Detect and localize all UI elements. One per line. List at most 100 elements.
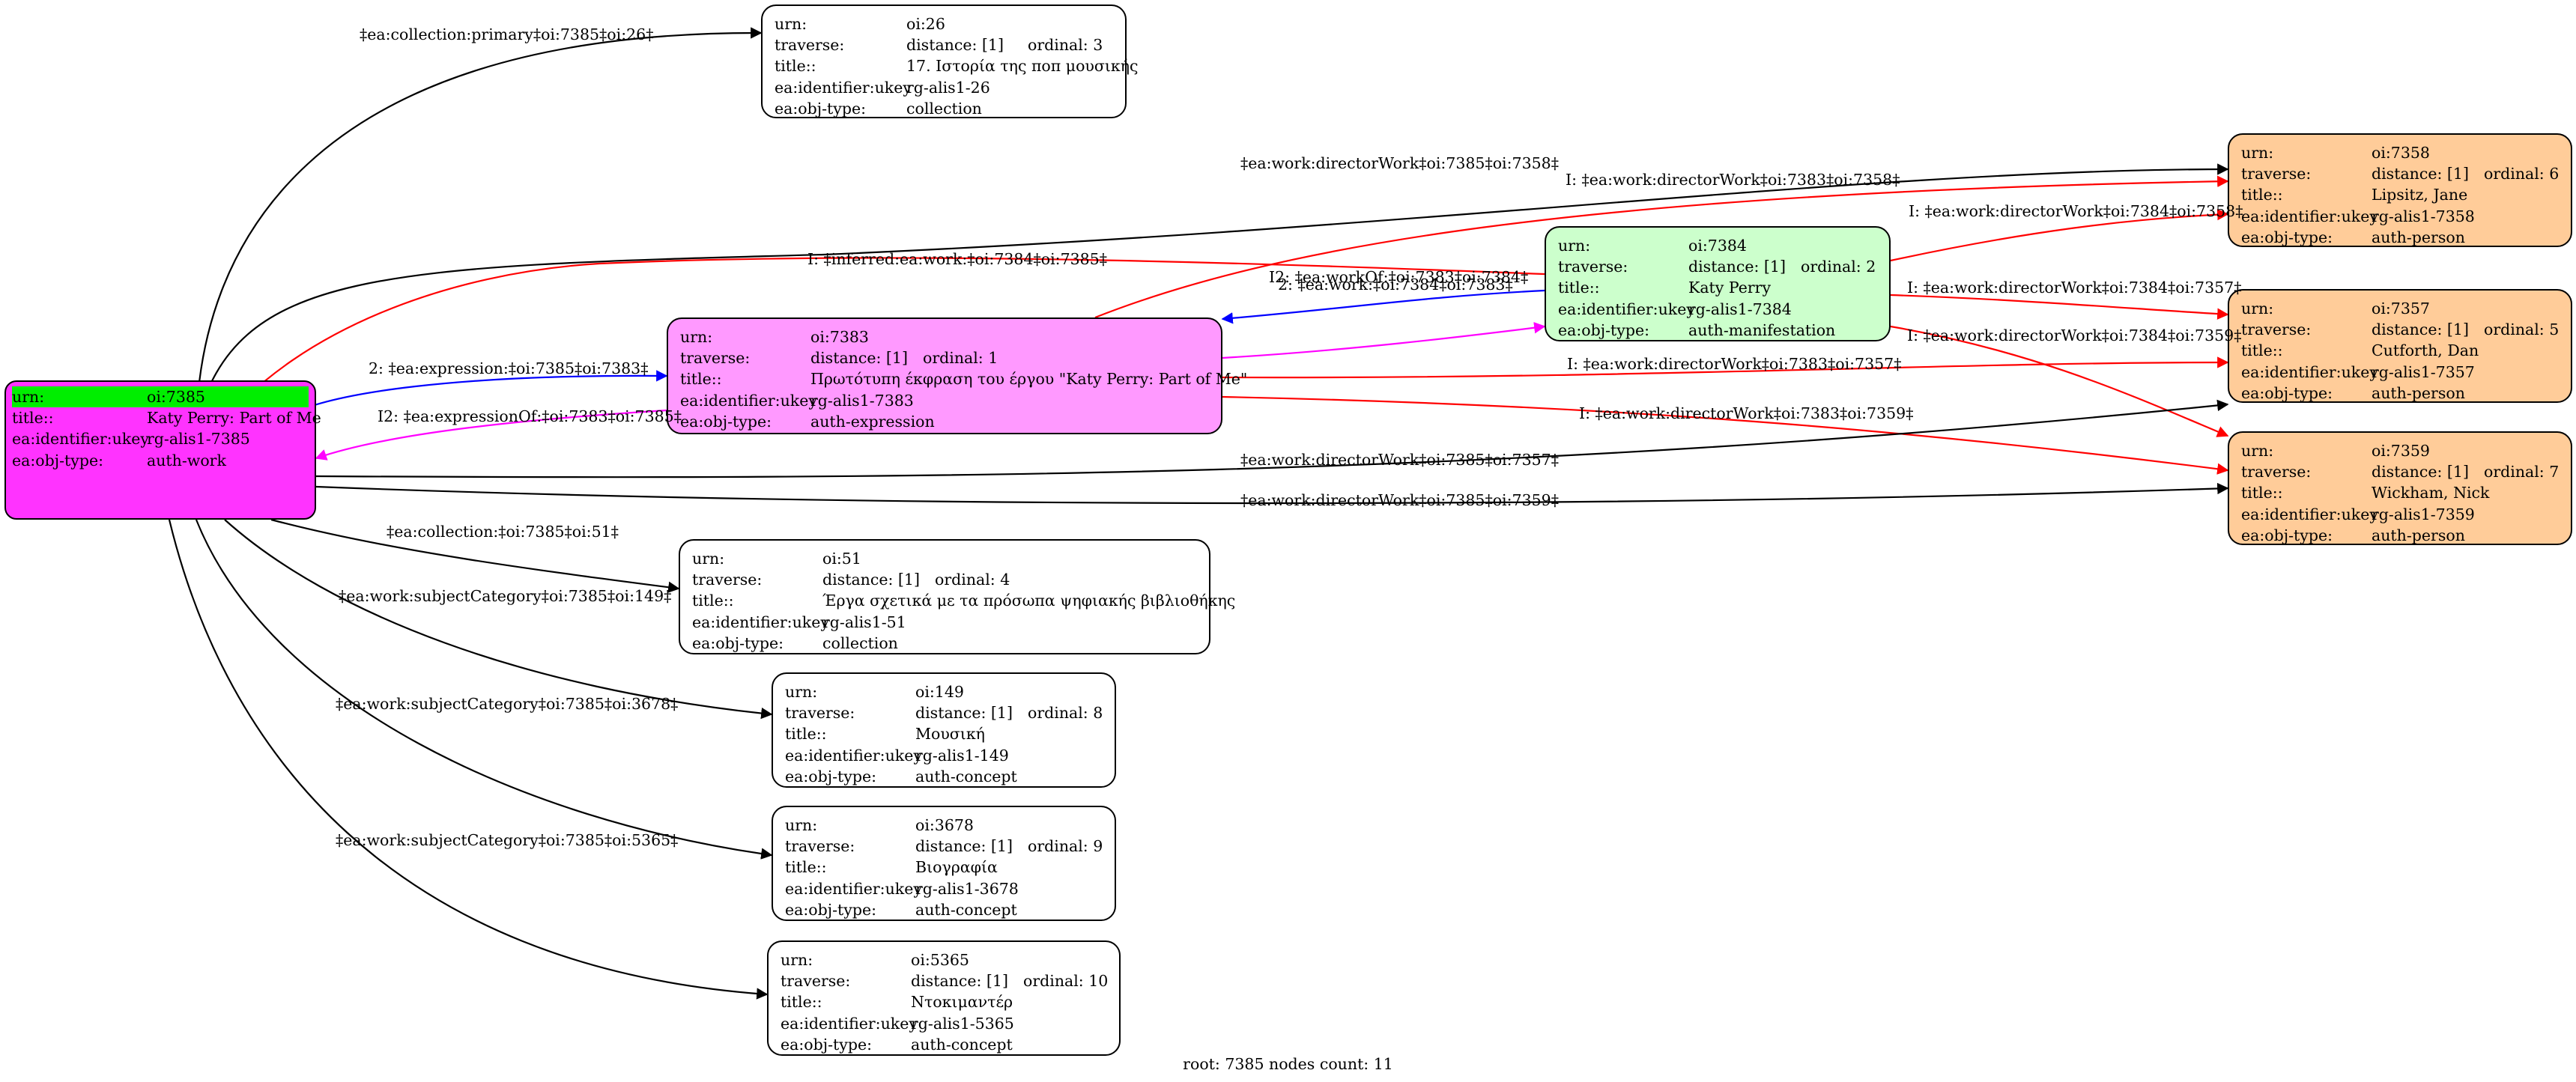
node-field-value: Katy Perry: Part of Me bbox=[147, 409, 321, 428]
node-field-key: traverse: bbox=[781, 972, 851, 991]
node-field-value: rg-alis1-7358 bbox=[2372, 207, 2475, 225]
node-field-ordinal: ordinal: 8 bbox=[1028, 704, 1103, 723]
node-field-key: ea:identifier:ukey bbox=[680, 391, 817, 410]
node-field-row: title::Katy Perry bbox=[1558, 277, 1877, 298]
node-field-value: auth-person bbox=[2372, 228, 2465, 246]
node-field-key: urn: bbox=[692, 550, 725, 568]
node-field-value: rg-alis1-7359 bbox=[2372, 505, 2475, 523]
node-field-key: traverse: bbox=[2241, 463, 2312, 481]
node-field-row: ea:obj-type:auth-concept bbox=[785, 899, 1103, 920]
node-field-value: auth-person bbox=[2372, 526, 2465, 544]
node-field-value: distance: [1] bbox=[810, 349, 908, 368]
node-field-value: distance: [1] bbox=[2372, 463, 2469, 481]
node-field-key: ea:identifier:ukey bbox=[785, 879, 922, 898]
node-field-row: urn:oi:3678 bbox=[785, 815, 1103, 836]
node-field-value: Βιογραφία bbox=[915, 858, 998, 877]
node-field-row: traverse:distance: [1]ordinal: 10 bbox=[781, 970, 1108, 991]
node-field-value: rg-alis1-149 bbox=[915, 746, 1009, 765]
node-field-value: collection bbox=[906, 99, 982, 118]
node-field-row: urn: oi:149 bbox=[785, 681, 1103, 702]
node-field-value: distance: [1] bbox=[906, 36, 1004, 55]
graph-edge-e11 bbox=[1222, 356, 2229, 379]
node-field-key: ea:obj-type: bbox=[1558, 320, 1649, 339]
node-field-value: oi:7385 bbox=[147, 388, 205, 406]
node-field-ordinal: ordinal: 3 bbox=[1028, 36, 1103, 55]
node-field-key: urn: bbox=[12, 388, 45, 406]
graph-edge-e7 bbox=[1890, 294, 2229, 320]
node-field-key: traverse: bbox=[785, 704, 855, 723]
node-field-value: distance: [1] bbox=[2372, 165, 2469, 183]
node-field-row: traverse:distance: [1]ordinal: 8 bbox=[785, 702, 1103, 723]
node-field-ordinal: ordinal: 6 bbox=[2484, 165, 2560, 183]
node-field-key: title:: bbox=[2241, 186, 2283, 204]
node-field-ordinal: ordinal: 9 bbox=[1028, 837, 1103, 856]
node-field-row: traverse: distance: [1] ordinal: 7 bbox=[2241, 461, 2559, 482]
node-field-row: traverse: distance: [1] ordinal: 3 bbox=[775, 34, 1113, 55]
node-field-value: distance: [1] bbox=[911, 972, 1008, 991]
node-field-key: ea:obj-type: bbox=[775, 99, 866, 118]
node-field-value: auth-concept bbox=[911, 1035, 1013, 1054]
node-field-key: title:: bbox=[775, 57, 816, 76]
node-field-row: title::17. Ιστορία της ποπ μουσικής bbox=[775, 55, 1139, 76]
node-field-row: title::Wickham, Nick bbox=[2241, 482, 2559, 503]
graph-edge-e9 bbox=[1222, 322, 1546, 359]
node-field-value: auth-concept bbox=[915, 767, 1017, 785]
graph-edge-e13 bbox=[1222, 395, 2229, 475]
edge-label: I2: ‡ea:expressionOf:‡oi:7383‡oi:7385‡ bbox=[378, 407, 682, 425]
node-field-key: title:: bbox=[1558, 279, 1600, 297]
node-field-value: rg-alis1-5365 bbox=[911, 1014, 1014, 1033]
graph-edge-e4 bbox=[1890, 208, 2229, 262]
node-field-value: rg-alis1-7385 bbox=[147, 430, 250, 449]
node-field-value: oi:149 bbox=[915, 683, 964, 701]
graph-edge-e18 bbox=[195, 519, 773, 860]
node-field-ordinal: ordinal: 4 bbox=[935, 571, 1010, 589]
node-field-row: urn:oi:7383 bbox=[680, 326, 1209, 347]
node-field-row: ea:obj-type:auth-manifestation bbox=[1558, 320, 1877, 341]
node-field-row: traverse: distance: [1] ordinal: 6 bbox=[2241, 163, 2559, 184]
node-field-row: ea:obj-type:auth-work bbox=[12, 450, 309, 471]
graph-edge-e19 bbox=[168, 519, 769, 1000]
node-field-key: title:: bbox=[12, 409, 54, 428]
graph-edge-e8 bbox=[1890, 325, 2229, 437]
node-field-key: title:: bbox=[2241, 341, 2283, 360]
node-field-key: title:: bbox=[692, 592, 734, 610]
graph-edge-e17 bbox=[224, 519, 773, 720]
node-field-key: traverse: bbox=[775, 36, 845, 55]
graph-edge-e14 bbox=[315, 399, 2229, 478]
node-field-key: urn: bbox=[785, 683, 818, 701]
node-field-key: ea:obj-type: bbox=[2241, 383, 2333, 402]
edge-label: ‡ea:work:subjectCategory‡oi:7385‡oi:3678… bbox=[336, 695, 679, 713]
node-field-row: urn:oi:7384 bbox=[1558, 235, 1877, 256]
node-field-row: ea:obj-type:collection bbox=[692, 633, 1197, 654]
node-field-value: Cutforth, Dan bbox=[2372, 341, 2479, 360]
node-field-ordinal: ordinal: 7 bbox=[2484, 463, 2560, 481]
node-field-value: distance: [1] bbox=[915, 837, 1013, 856]
node-field-key: ea:identifier:ukey bbox=[2241, 362, 2378, 381]
node-field-key: traverse: bbox=[680, 349, 751, 368]
node-field-key: traverse: bbox=[2241, 165, 2312, 183]
graph-edge-e16 bbox=[270, 518, 680, 593]
edge-label: ‡ea:collection:‡oi:7385‡oi:51‡ bbox=[387, 523, 619, 541]
node-field-key: traverse: bbox=[1558, 258, 1628, 276]
graph-footer: root: 7385 nodes count: 11 bbox=[1183, 1055, 1393, 1073]
node-field-ordinal: ordinal: 5 bbox=[2484, 320, 2560, 339]
node-field-row: ea:obj-type:auth-expression bbox=[680, 411, 1209, 432]
node-field-key: title:: bbox=[781, 993, 822, 1012]
edge-label: 2: ‡ea:work:‡oi:7384‡oi:7383‡ bbox=[1278, 276, 1513, 294]
node-field-key: urn: bbox=[2241, 300, 2274, 317]
